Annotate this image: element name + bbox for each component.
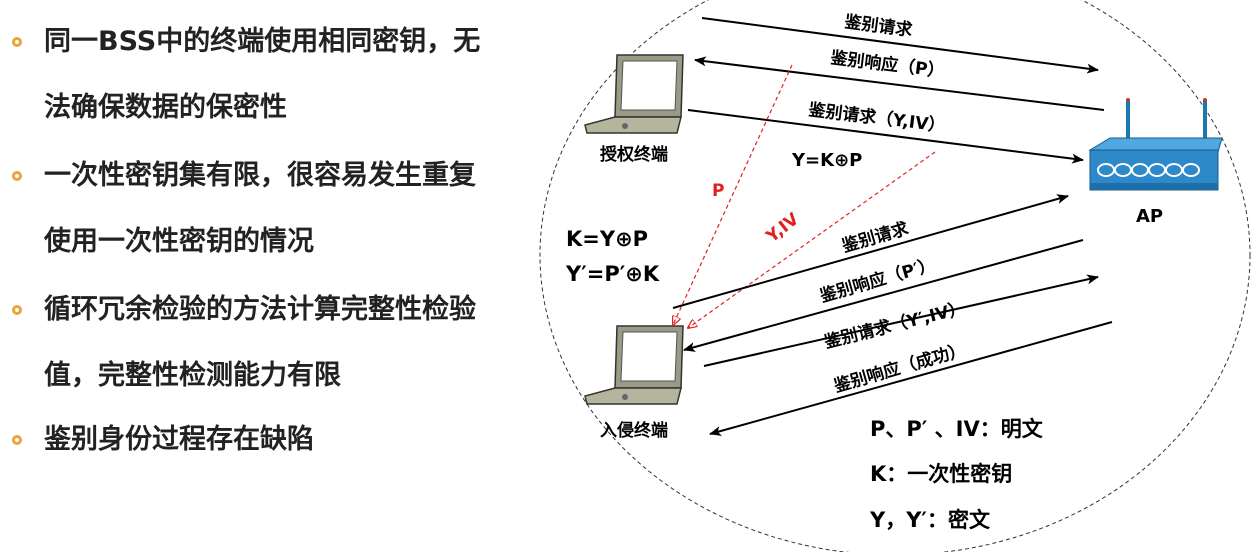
bullet-text: 同一BSS中的终端使用相同密钥，无 (44, 26, 481, 57)
bullet-item: 一次性密钥集有限，很容易发生重复 (0, 156, 560, 216)
ap-label: AP (1136, 206, 1163, 227)
bullet-icon (12, 435, 22, 445)
legend-ciphertext: Y，Y′：密文 (869, 508, 991, 532)
bullet-icon (12, 37, 22, 47)
msg-auth-request-yiv: 鉴别请求（Y,IV） (806, 99, 946, 137)
arrow-auth-response (694, 56, 1105, 111)
arrow-auth-request-yiv (687, 109, 1084, 164)
auth-terminal-label: 授权终端 (600, 144, 668, 165)
bullet-item: 鉴别身份过程存在缺陷 (0, 420, 560, 480)
legend-key: K：一次性密钥 (870, 462, 1012, 486)
arrow-response-success (709, 321, 1113, 436)
laptop-icon (584, 325, 684, 405)
arrow-auth-request (701, 17, 1099, 74)
leak-arrow-yiv (688, 151, 936, 328)
msg-auth-request: 鉴别请求 (842, 11, 913, 41)
msg-auth-response-p: 鉴别响应（P） (828, 47, 945, 82)
bullet-item: 同一BSS中的终端使用相同密钥，无 (0, 22, 560, 82)
bullet-text: 循环冗余检验的方法计算完整性检验 (44, 294, 476, 325)
bullet-icon (12, 171, 22, 181)
bullet-text: 鉴别身份过程存在缺陷 (44, 424, 314, 455)
arrow-response-p-prime (683, 239, 1084, 352)
bullet-text-continued: 法确保数据的保密性 (44, 92, 287, 123)
leak-label-p: P (712, 181, 724, 201)
bullet-item: 循环冗余检验的方法计算完整性检验 (0, 290, 560, 350)
network-boundary (539, 0, 1251, 552)
arrow-intruder-request (672, 194, 1069, 309)
arrow-request-y-prime (703, 274, 1099, 367)
leak-arrow-p (673, 64, 793, 325)
calc-y-prime: Y′=P′⊕K (565, 262, 660, 286)
leak-label-yiv: Y,IV (762, 209, 804, 248)
intruder-terminal-label: 入侵终端 (600, 420, 668, 441)
bullet-text-continued: 使用一次性密钥的情况 (44, 226, 314, 257)
laptop-icon (584, 54, 684, 134)
bullet-text: 一次性密钥集有限，很容易发生重复 (44, 160, 476, 191)
access-point-icon (1088, 98, 1223, 191)
legend-plaintext: P、P′ 、IV：明文 (870, 417, 1044, 441)
bullet-text-continued: 值，完整性检测能力有限 (44, 360, 341, 391)
equation-y: Y=K⊕P (791, 150, 862, 171)
calc-k: K=Y⊕P (566, 227, 648, 251)
bullet-icon (12, 305, 22, 315)
